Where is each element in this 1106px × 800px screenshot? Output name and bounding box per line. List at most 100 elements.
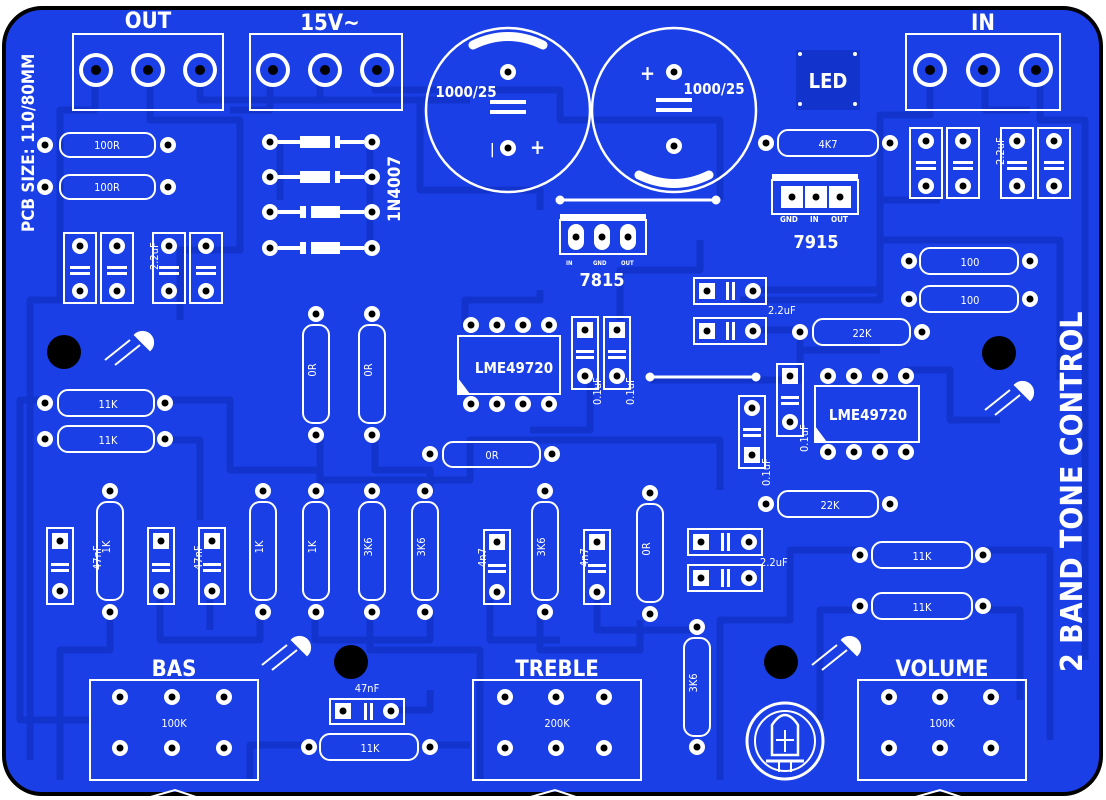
- reg-pin-label: GND: [593, 260, 607, 267]
- resistor-label: 4K7: [818, 138, 837, 151]
- cap-4n7-2: [583, 529, 611, 605]
- volume-potentiometer: [857, 679, 1027, 800]
- tube-logo-icon: [745, 701, 825, 781]
- resistor-label: 3K6: [415, 537, 428, 556]
- in-label: IN: [971, 11, 995, 36]
- resistor-label: 100R: [94, 181, 120, 194]
- resistor-0r-mid: [422, 441, 560, 468]
- resistor-0r-v3: [636, 485, 664, 622]
- cap-right-label: 1000/25: [683, 80, 744, 98]
- resistor-label: 3K6: [535, 537, 548, 556]
- resistor-label: 3K6: [687, 673, 700, 692]
- volume-value: 100K: [929, 717, 955, 730]
- cap-label: 0.1uF: [624, 377, 637, 405]
- mounting-hole: [47, 335, 81, 369]
- resistor-label: 3K6: [362, 537, 375, 556]
- cap-label: 0.1uF: [798, 424, 811, 452]
- board-title: 2 BAND TONE CONTROL: [1055, 312, 1090, 672]
- reg-pin-label: GND: [780, 215, 798, 224]
- ic-label: LME49720: [829, 406, 907, 424]
- ic-lme49720-right: [814, 368, 920, 460]
- mounting-hole: [764, 645, 798, 679]
- resistor-3k6-v2: [411, 483, 439, 620]
- resistor-22k-1: [792, 318, 930, 346]
- out-terminal-block: [72, 33, 224, 111]
- mounting-hole: [334, 645, 368, 679]
- resistor-label: 1K: [100, 540, 113, 553]
- resistor-100r-2: [37, 174, 176, 200]
- cap-label: 0.1uF: [591, 377, 604, 405]
- resistor-0r-v1: [302, 306, 330, 443]
- resistor-3k6-v1: [358, 483, 386, 620]
- volume-label: VOLUME: [896, 657, 989, 682]
- resistor-label: 1K: [253, 540, 266, 553]
- cap-label: 47nF: [355, 682, 380, 695]
- cap-22uf-h2: [693, 317, 767, 345]
- resistor-label: 11K: [912, 550, 932, 563]
- resistor-label: 100R: [94, 139, 120, 152]
- cap-01uf-pair-left: [571, 316, 631, 390]
- cap-label: 4n7: [476, 548, 489, 567]
- treble-potentiometer: [472, 679, 642, 800]
- out-label: OUT: [125, 9, 172, 34]
- resistor-1k-v2: [249, 483, 277, 620]
- resistor-label: 1K: [306, 540, 319, 553]
- ic-label: LME49720: [475, 359, 553, 377]
- resistor-11k-1: [37, 389, 173, 417]
- cap-4n7-1: [483, 529, 511, 605]
- regulator-7815-label: 7815: [579, 270, 624, 291]
- resistor-11k-2: [37, 425, 173, 453]
- resistor-label: 22K: [820, 499, 840, 512]
- resistor-11k-bottom: [301, 733, 438, 761]
- resistor-label: 0R: [362, 363, 375, 376]
- cap-47nf-bottom: [329, 698, 405, 725]
- regulator-7915-label: 7915: [793, 232, 838, 253]
- cap-22uf-h4: [687, 564, 763, 592]
- treble-label: TREBLE: [515, 657, 599, 682]
- cap-label: 2.2uF: [994, 137, 1007, 165]
- mounting-hole: [982, 336, 1016, 370]
- cap-label: 47nF: [192, 545, 205, 570]
- resistor-3k6-v3: [531, 483, 559, 620]
- resistor-1k-v1: [96, 483, 124, 620]
- in-terminal-block: [905, 33, 1061, 111]
- power-label: 15V~: [300, 11, 359, 36]
- screw-icon: [104, 330, 1035, 671]
- resistor-4k7: [758, 129, 898, 157]
- resistor-3k6-v4: [683, 619, 711, 755]
- jumper-wire: [645, 372, 761, 382]
- cap-label: 47nF: [91, 545, 104, 570]
- ic-lme49720-left: [457, 317, 561, 412]
- big-capacitor-right: +: [590, 26, 758, 194]
- bass-label: BAS: [152, 657, 197, 682]
- cap-left-label: 1000/25: [435, 83, 496, 101]
- svg-text:+: +: [640, 61, 655, 85]
- resistor-11k-4: [852, 592, 991, 620]
- reg-pin-label: OUT: [831, 215, 848, 224]
- resistor-100-2: [901, 285, 1038, 313]
- bass-potentiometer: [89, 679, 259, 800]
- cap-label: 2.2uF: [148, 242, 161, 270]
- resistor-0r-v2: [358, 306, 386, 443]
- power-terminal-block: [249, 33, 403, 111]
- resistor-label: 11K: [98, 398, 118, 411]
- cap-label: 2.2uF: [768, 304, 796, 317]
- regulator-7915: [771, 174, 859, 215]
- resistor-label: 22K: [852, 327, 872, 340]
- cap-22uf-h3: [687, 528, 763, 556]
- regulator-7815: [559, 214, 647, 255]
- resistor-1k-v3: [302, 483, 330, 620]
- cap-label: 0.1uF: [760, 458, 773, 486]
- resistor-label: 100: [961, 256, 980, 269]
- diode-label: 1N4007: [385, 156, 405, 222]
- cap-label: 2.2uF: [760, 556, 788, 569]
- resistor-100r-1: [37, 132, 176, 158]
- bass-value: 100K: [161, 717, 187, 730]
- jumper-wire: [555, 195, 721, 205]
- led-label: LED: [809, 69, 848, 93]
- reg-pin-label: OUT: [621, 260, 634, 267]
- resistor-label: 11K: [912, 601, 932, 614]
- treble-value: 200K: [544, 717, 570, 730]
- cap-47nf-2: [147, 527, 226, 605]
